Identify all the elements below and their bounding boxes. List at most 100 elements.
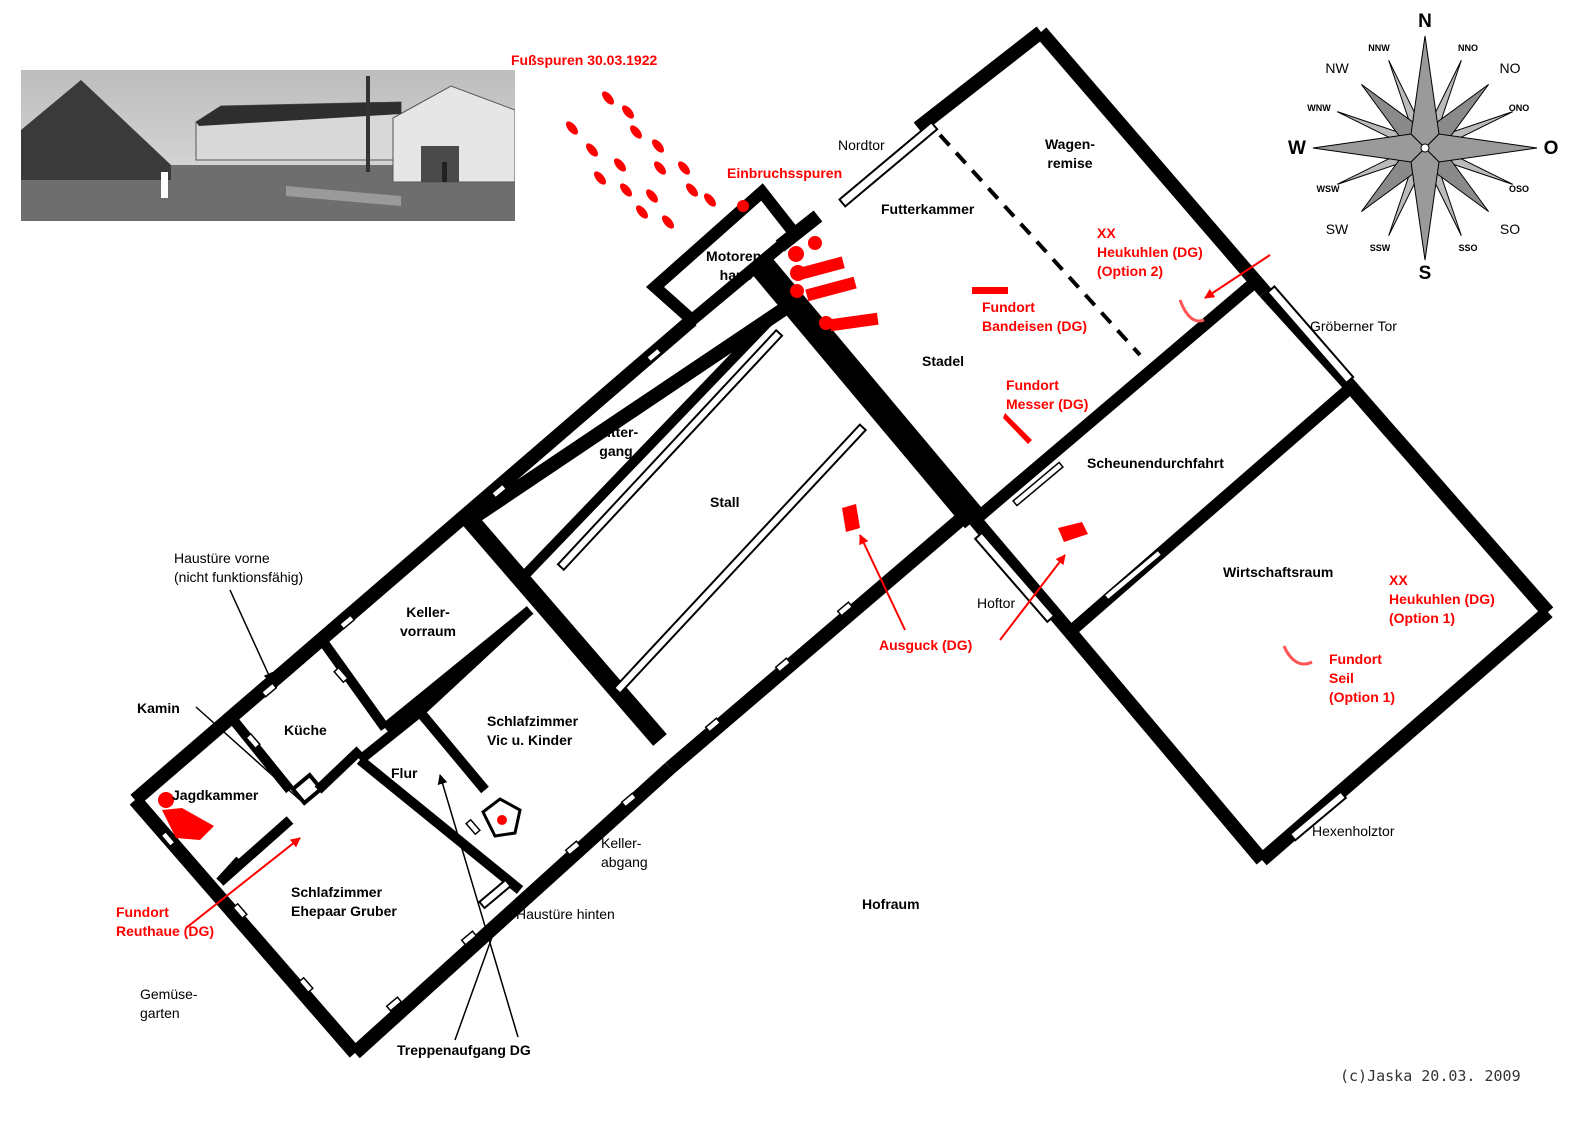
label-treppenaufgang: Treppenaufgang DG <box>397 1042 531 1058</box>
window <box>298 976 314 994</box>
label-nordtor: Nordtor <box>838 137 885 153</box>
label-hexenholztor: Hexenholztor <box>1312 823 1395 839</box>
window <box>620 792 638 808</box>
compass-label-sw: SW <box>1325 221 1349 237</box>
victim-jagdkammer-body <box>162 808 214 840</box>
compass-label-o: O <box>1543 138 1559 159</box>
messer-mark <box>1003 413 1032 444</box>
footprint <box>630 125 642 139</box>
compass-label-ssw: SSW <box>1369 243 1391 253</box>
label-heukuhlen-option1: XX Heukuhlen (DG) (Option 1) <box>1389 572 1495 626</box>
bandeisen-mark <box>972 287 1008 294</box>
victim-mark <box>805 276 857 302</box>
window <box>645 347 663 363</box>
window <box>338 614 356 630</box>
footprint <box>636 205 648 219</box>
arrow-heukuhlen-2 <box>1204 254 1271 299</box>
footprint <box>566 121 578 135</box>
label-kamin: Kamin <box>137 700 180 716</box>
compass-center <box>1420 143 1430 153</box>
arrow-reuthaue <box>185 837 301 929</box>
window <box>490 483 508 499</box>
wall-stall-inner-b <box>521 316 774 579</box>
label-futtergang: Futter- gang <box>593 424 639 459</box>
label-reuthaue: Fundort Reuthaue (DG) <box>116 904 214 939</box>
label-kueche: Küche <box>284 722 327 738</box>
window <box>465 818 481 836</box>
footprint <box>678 161 690 175</box>
arrow-ausguck-stall <box>859 534 906 631</box>
blood-stall <box>842 504 860 532</box>
victim-mark <box>799 256 845 280</box>
compass-label-sso: SSO <box>1458 243 1478 253</box>
window <box>774 657 792 673</box>
wall-jagdkammer-south <box>216 856 244 886</box>
compass-label-oso: OSO <box>1508 184 1530 194</box>
label-hoftor: Hoftor <box>977 595 1016 611</box>
openings <box>477 120 1355 910</box>
label-haustuere-vorne: Haustüre vorne (nicht funktionsfähig) <box>174 550 304 585</box>
compass-label-no: NO <box>1499 60 1521 76</box>
wall-schlafzimmer-vic-west <box>416 606 534 716</box>
compass-point-main <box>1410 35 1440 149</box>
wall-flur-east <box>416 708 489 794</box>
stall-trough <box>612 423 868 695</box>
label-heukuhlen-option2: XX Heukuhlen (DG) (Option 2) <box>1097 225 1203 279</box>
compass-point-main <box>1410 147 1440 261</box>
victim-mark <box>829 312 879 332</box>
footprint <box>622 105 634 119</box>
label-kellerabgang: Keller- abgang <box>601 835 648 870</box>
wall-kueche-west <box>231 718 294 794</box>
window <box>385 996 403 1012</box>
hoftor-opening <box>973 531 1056 624</box>
annotation-arrows-black <box>195 589 519 1041</box>
arrow-ausguck-scheune <box>999 554 1066 641</box>
footprint <box>662 215 674 229</box>
stadel-dashed-partition <box>938 133 1142 357</box>
label-gemuesegarten: Gemüse- garten <box>140 986 198 1021</box>
compass-label-nno: NNO <box>1458 43 1478 53</box>
window <box>1012 461 1064 507</box>
footprint <box>614 158 626 172</box>
label-flur: Flur <box>391 765 418 781</box>
lock-icon <box>737 200 749 212</box>
photo-barn-left <box>21 80 171 180</box>
wall-stall-house-divider <box>463 514 667 746</box>
label-haustuere-hinten: Haustüre hinten <box>516 906 615 922</box>
wall-stall-southeast <box>665 514 965 774</box>
label-wagenremise: Wagen- remise <box>1044 136 1096 171</box>
wall-scheune-north <box>971 277 1259 525</box>
wall-flur-north <box>356 708 424 764</box>
footprint <box>602 91 614 105</box>
haustuere-hinten-opening <box>477 878 513 910</box>
window <box>245 732 261 750</box>
wall-house-northwest <box>130 314 697 806</box>
label-stadel: Stadel <box>922 353 965 369</box>
victim-vic <box>497 815 507 825</box>
label-hofraum: Hofraum <box>862 896 920 912</box>
window <box>836 601 854 617</box>
footprints <box>566 91 716 229</box>
compass-label-wsw: WSW <box>1316 184 1340 194</box>
wall-wirtschaft-west <box>1064 627 1268 865</box>
victims <box>158 236 879 840</box>
wall-flur-west <box>356 756 524 894</box>
footprint <box>654 161 666 175</box>
footprint <box>652 139 664 153</box>
label-motorenhaus: Motoren- haus <box>706 248 766 283</box>
nordtor-opening <box>838 120 939 208</box>
label-bandeisen: Fundort Bandeisen (DG) <box>982 299 1088 334</box>
wall-stadel-north <box>1035 27 1271 297</box>
photo-pole <box>366 76 370 172</box>
arrow-treppe <box>437 774 519 1038</box>
windows <box>160 347 1163 1012</box>
seil-mark-1 <box>1282 645 1313 666</box>
annotation-arrows <box>185 254 1271 929</box>
victim-mark <box>790 284 804 298</box>
footprint <box>704 193 716 207</box>
copyright-credit: (c)Jaska 20.03. 2009 <box>1340 1067 1521 1085</box>
window <box>704 717 722 733</box>
compass-label-so: SO <box>1499 221 1521 237</box>
arrow-haustuere-vorne <box>229 589 273 683</box>
footprint <box>594 171 606 185</box>
